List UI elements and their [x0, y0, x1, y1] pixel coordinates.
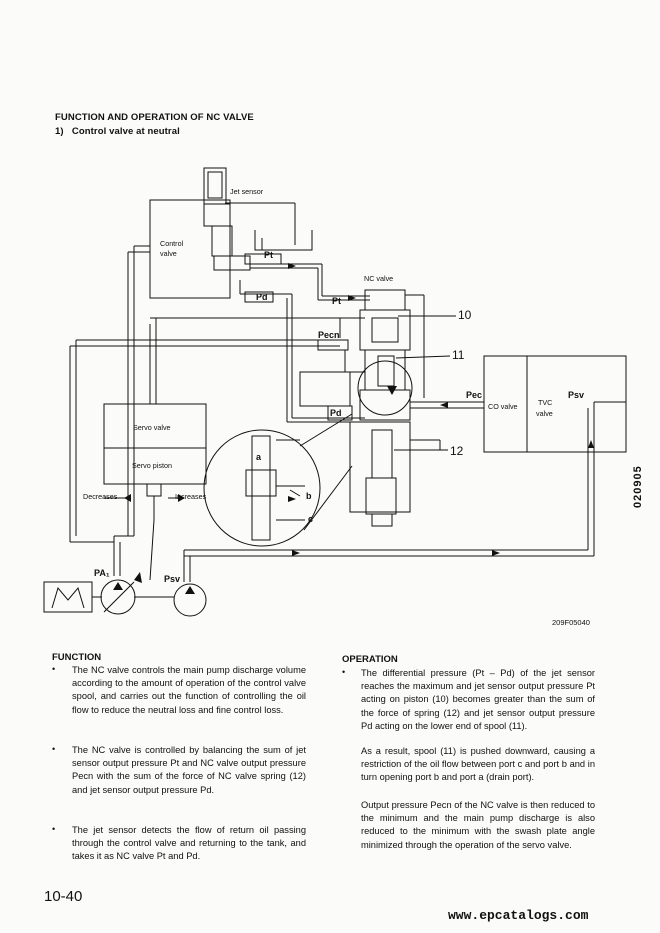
- label-pt-mid: Pt: [332, 296, 341, 306]
- function-item-2: The NC valve is controlled by balancing …: [72, 745, 306, 795]
- label-control-valve: Control: [160, 239, 184, 248]
- function-bullet-2: •: [52, 744, 56, 754]
- label-pa1: PA₁: [94, 568, 110, 578]
- operation-heading: OPERATION: [342, 654, 398, 665]
- page-number: 10-40: [44, 888, 83, 905]
- label-part-10: 10: [458, 308, 472, 322]
- watermark: www.epcatalogs.com: [448, 908, 589, 923]
- label-psv-right: Psv: [568, 390, 585, 400]
- figure-id: 209F05040: [552, 618, 590, 627]
- engine-symbol: [43, 581, 93, 613]
- function-bullet-3: •: [52, 824, 56, 834]
- label-port-a: a: [256, 452, 262, 462]
- operation-paragraph-3: Output pressure Pecn of the NC valve is …: [361, 800, 595, 850]
- function-heading: FUNCTION: [52, 652, 102, 663]
- label-psv-pump: Psv: [164, 574, 181, 584]
- label-pd-top: Pd: [256, 292, 268, 302]
- servo-block: [103, 403, 207, 485]
- function-item-3: The jet sensor detects the flow of retur…: [72, 825, 306, 862]
- section-subtitle: 1) Control valve at neutral: [55, 126, 180, 137]
- co-tvc-valve-block: [483, 355, 627, 453]
- label-port-c: c: [308, 514, 314, 524]
- label-nc-valve: NC valve: [364, 274, 394, 283]
- label-tvc-valve: valve: [536, 409, 553, 418]
- label-jet-sensor: Jet sensor: [230, 187, 264, 196]
- label-increases: Increases: [175, 492, 207, 501]
- label-pt-top: Pt: [264, 250, 273, 260]
- nc-valve-hydraulic-diagram: [43, 167, 627, 617]
- nc-valve-lower-body: [349, 421, 411, 513]
- label-pec: Pec: [466, 390, 483, 400]
- label-decreases: Decreases: [83, 492, 118, 501]
- operation-bullet: •: [342, 667, 346, 677]
- label-port-b: b: [306, 491, 312, 501]
- detail-magnifier: [203, 429, 321, 547]
- servo-pump-symbol: [173, 583, 207, 617]
- function-bullet-1: •: [52, 664, 56, 674]
- doc-code: 020905: [632, 465, 644, 508]
- label-servo-piston: Servo piston: [132, 461, 172, 470]
- label-tvc: TVC: [538, 398, 553, 407]
- label-pd-mid: Pd: [330, 408, 342, 418]
- function-item-1: The NC valve controls the main pump disc…: [72, 665, 306, 715]
- operation-paragraph-1: The differential pressure (Pt – Pd) of t…: [361, 668, 595, 731]
- label-servo-valve: Servo valve: [133, 423, 171, 432]
- label-pecn: Pecn: [318, 330, 340, 340]
- page-title: FUNCTION AND OPERATION OF NC VALVE: [55, 112, 254, 123]
- operation-paragraph-2: As a result, spool (11) is pushed downwa…: [361, 746, 595, 783]
- nc-valve-top: [364, 289, 406, 311]
- label-control-valve-2: valve: [160, 249, 177, 258]
- control-valve-body: [149, 199, 231, 299]
- label-part-11: 11: [452, 348, 465, 362]
- label-co-valve: CO valve: [488, 402, 518, 411]
- label-part-12: 12: [450, 444, 464, 458]
